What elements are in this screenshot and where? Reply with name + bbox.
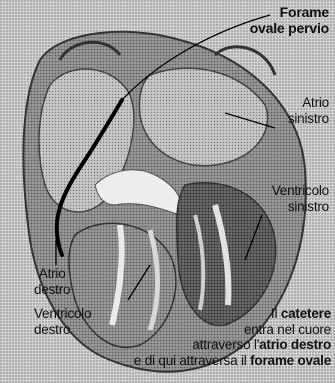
label-ventricolo-destro: Ventricolo destro xyxy=(34,306,91,338)
caption-l4-b: forame ovale xyxy=(250,353,331,368)
caption-line1: Il catetere xyxy=(134,306,331,322)
label-ventricolo-sinistro-line2: sinistro xyxy=(272,199,329,215)
label-atrio-destro-line1: Atrio xyxy=(34,266,70,282)
label-ventricolo-destro-line2: destro xyxy=(34,322,91,338)
label-forame-line2: ovale pervio xyxy=(250,20,329,36)
caption-l1-a: Il xyxy=(271,306,281,321)
label-ventricolo-destro-line1: Ventricolo xyxy=(34,306,91,322)
label-forame-ovale-pervio: Forame ovale pervio xyxy=(250,4,329,36)
label-ventricolo-sinistro: Ventricolo sinistro xyxy=(272,183,329,215)
label-atrio-destro-line2: destro xyxy=(34,282,70,298)
caption-line2: entra nel cuore xyxy=(134,322,331,338)
label-ventricolo-sinistro-line1: Ventricolo xyxy=(272,183,329,199)
caption-l4-a: e di qui attraversa il xyxy=(134,353,250,368)
label-atrio-sinistro: Atrio sinistro xyxy=(288,95,329,127)
caption-line3: attraverso l'atrio destro xyxy=(134,337,331,353)
label-atrio-destro: Atrio destro xyxy=(34,266,70,298)
label-atrio-sinistro-line2: sinistro xyxy=(288,111,329,127)
caption-l1-b: catetere xyxy=(281,306,331,321)
label-atrio-sinistro-line1: Atrio xyxy=(288,95,329,111)
label-forame-line1: Forame xyxy=(250,4,329,20)
caption-line4: e di qui attraversa il forame ovale xyxy=(134,353,331,369)
caption-l3-a: attraverso l' xyxy=(192,337,259,352)
caption: Il catetere entra nel cuore attraverso l… xyxy=(134,306,331,368)
caption-l3-b: atrio destro xyxy=(259,337,331,352)
